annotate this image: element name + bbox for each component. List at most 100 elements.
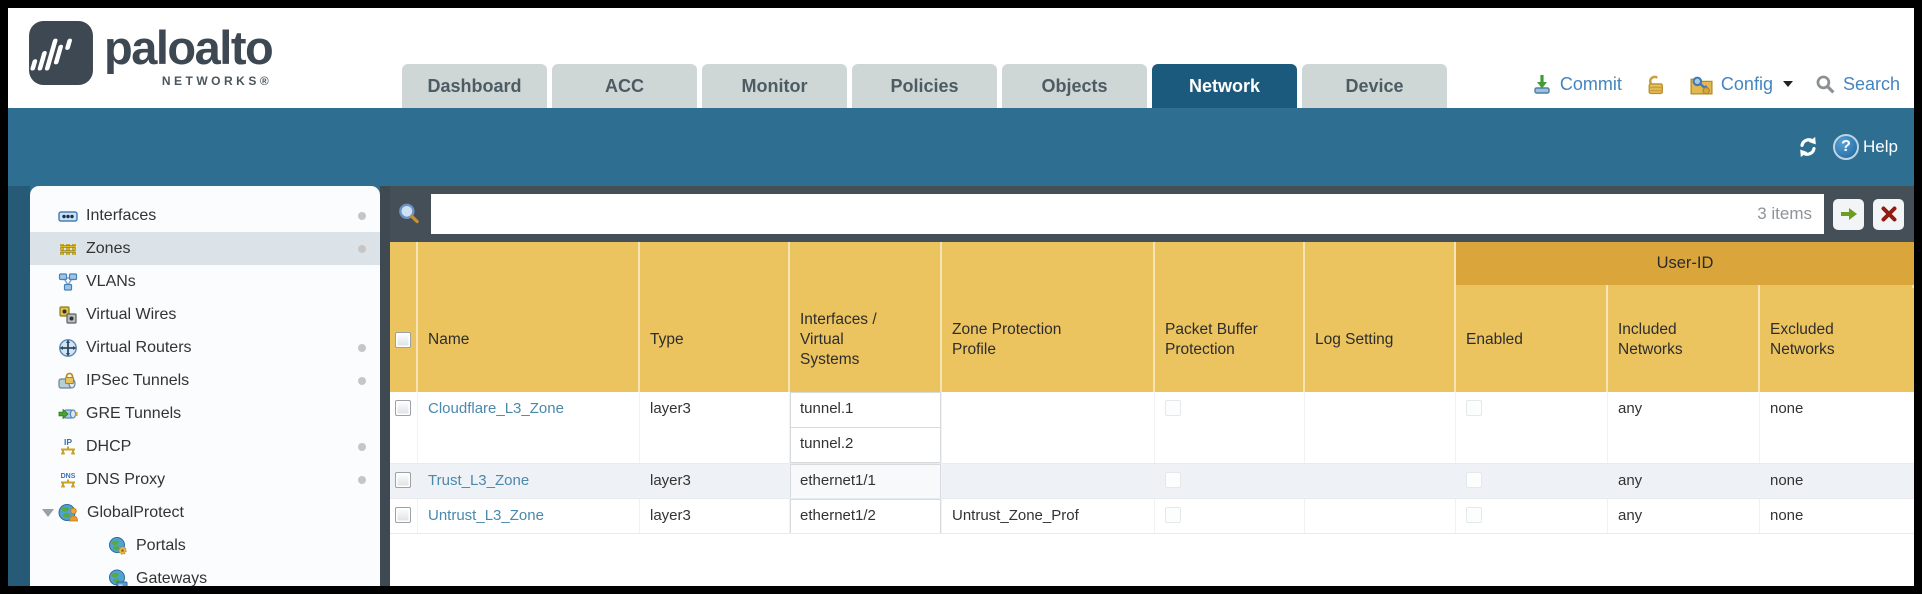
- table-row[interactable]: Untrust_L3_Zone layer3 ethernet1/2 Untru…: [390, 499, 1914, 534]
- interface-cell: ethernet1/2: [790, 499, 941, 533]
- sidebar-item-portals[interactable]: Portals: [30, 529, 380, 562]
- tab-acc[interactable]: ACC: [552, 64, 697, 108]
- tab-policies[interactable]: Policies: [852, 64, 997, 108]
- sidebar-content-divider: [380, 186, 390, 586]
- sidebar-item-zones[interactable]: Zones: [30, 232, 380, 265]
- column-header-excluded-networks[interactable]: Excluded Networks: [1770, 320, 1835, 358]
- left-edge-strip: [8, 186, 30, 586]
- config-keys-icon[interactable]: [1689, 73, 1714, 96]
- sidebar-item-virtual-wires[interactable]: Virtual Wires: [30, 298, 380, 331]
- column-header-enabled[interactable]: Enabled: [1456, 288, 1608, 392]
- sidebar-item-gateways[interactable]: Gateways: [30, 562, 380, 586]
- status-dot: [358, 244, 366, 253]
- portals-icon: [109, 536, 127, 555]
- row-checkbox[interactable]: [395, 400, 411, 416]
- select-all-checkbox[interactable]: [395, 332, 411, 348]
- paloalto-logo: paloalto NETWORKS®: [28, 20, 274, 88]
- apply-filter-button[interactable]: [1833, 198, 1864, 230]
- interface-cell: tunnel.1: [790, 392, 941, 428]
- status-dot: [358, 211, 366, 220]
- teal-band: ? Help: [8, 108, 1914, 186]
- svg-text:DNS: DNS: [61, 473, 76, 480]
- sidebar-item-globalprotect[interactable]: GlobalProtect: [30, 496, 380, 529]
- tab-network[interactable]: Network: [1152, 64, 1297, 108]
- header-utilities: Commit Config Search: [1531, 64, 1900, 104]
- clear-filter-button[interactable]: [1873, 198, 1904, 230]
- column-header-name[interactable]: Name: [418, 288, 640, 392]
- filter-input-wrap: 3 items: [431, 194, 1824, 234]
- config-button[interactable]: Config: [1720, 73, 1773, 94]
- table-row[interactable]: Cloudflare_L3_Zone layer3 tunnel.1 tunne…: [390, 392, 1914, 464]
- items-count: 3 items: [1757, 204, 1812, 223]
- sidebar-item-interfaces[interactable]: Interfaces: [30, 199, 380, 232]
- sidebar-item-gre-tunnels[interactable]: GRE Tunnels: [30, 397, 380, 430]
- help-label[interactable]: Help: [1863, 137, 1898, 156]
- filter-search-icon: [399, 203, 419, 224]
- dhcp-icon: IP: [61, 437, 75, 454]
- expander-triangle-icon[interactable]: [42, 508, 54, 517]
- commit-button[interactable]: Commit: [1559, 73, 1622, 94]
- zone-name-link[interactable]: Cloudflare_L3_Zone: [428, 400, 564, 417]
- gateways-icon: [109, 569, 128, 586]
- brand-wordmark: paloalto: [104, 21, 274, 74]
- tab-monitor[interactable]: Monitor: [702, 64, 847, 108]
- tab-dashboard[interactable]: Dashboard: [402, 64, 547, 108]
- column-header-log-setting[interactable]: Log Setting: [1305, 288, 1456, 392]
- column-header-included-networks[interactable]: Included Networks: [1608, 288, 1760, 392]
- zone-name-link[interactable]: Trust_L3_Zone: [428, 472, 530, 489]
- row-checkbox[interactable]: [395, 472, 411, 488]
- gre-tunnels-icon: [58, 408, 78, 419]
- row-checkbox[interactable]: [395, 507, 411, 523]
- user-id-enabled-checkbox: [1466, 472, 1482, 488]
- globalprotect-icon: [58, 504, 78, 522]
- status-dot: [358, 475, 366, 484]
- filter-input[interactable]: [443, 204, 1758, 224]
- search-icon[interactable]: [1815, 74, 1836, 95]
- status-dot: [358, 343, 366, 352]
- sidebar-item-ipsec-tunnels[interactable]: IPSec Tunnels: [30, 364, 380, 397]
- column-header-packet-buffer-protection[interactable]: Packet Buffer Protection: [1155, 288, 1305, 392]
- column-header-zone-protection-profile[interactable]: Zone Protection Profile: [942, 288, 1155, 392]
- user-id-group-header: User-ID: [1456, 242, 1914, 285]
- tab-device[interactable]: Device: [1302, 64, 1447, 108]
- select-all-cell: [390, 288, 418, 392]
- column-header-interfaces[interactable]: Interfaces / Virtual Systems: [790, 288, 942, 392]
- zones-icon: [60, 243, 76, 255]
- user-id-enabled-checkbox: [1466, 507, 1482, 523]
- sidebar-item-dns-proxy[interactable]: DNS DNS Proxy: [30, 463, 380, 496]
- main-region: Interfaces Zones: [8, 186, 1914, 586]
- refresh-icon[interactable]: [1795, 134, 1821, 160]
- commit-icon[interactable]: [1531, 73, 1553, 95]
- virtual-wires-icon: [59, 305, 77, 324]
- dns-proxy-icon: DNS: [61, 473, 76, 487]
- apply-filter-arrow-icon: [1840, 208, 1857, 220]
- main-nav-tabs: Dashboard ACC Monitor Policies Objects N…: [402, 64, 1447, 108]
- packet-buffer-protection-checkbox: [1165, 472, 1181, 488]
- filter-bar: 3 items: [390, 186, 1914, 242]
- ipsec-tunnels-icon: [58, 372, 76, 389]
- interface-cell: tunnel.2: [790, 427, 941, 463]
- table-header-row: Name Type Interfaces / Virtual Systems Z…: [390, 288, 1914, 392]
- help-icon[interactable]: ?: [1833, 134, 1860, 160]
- unlock-icon[interactable]: [1644, 73, 1667, 96]
- top-bar: paloalto NETWORKS® Dashboard ACC Monitor…: [8, 8, 1914, 108]
- interfaces-icon: [58, 210, 78, 222]
- virtual-routers-icon: [59, 338, 77, 357]
- packet-buffer-protection-checkbox: [1165, 400, 1181, 416]
- svg-text:IP: IP: [64, 437, 72, 447]
- search-button[interactable]: Search: [1842, 73, 1900, 94]
- sidebar-item-vlans[interactable]: VLANs: [30, 265, 380, 298]
- paloalto-logo-icon: [29, 21, 93, 85]
- tab-objects[interactable]: Objects: [1002, 64, 1147, 108]
- zone-name-link[interactable]: Untrust_L3_Zone: [428, 507, 544, 524]
- interface-cell: ethernet1/1: [790, 464, 941, 498]
- caret-down-icon[interactable]: [1782, 81, 1793, 87]
- status-dot: [358, 376, 366, 385]
- column-header-type[interactable]: Type: [640, 288, 790, 392]
- sidebar-item-dhcp[interactable]: IP DHCP: [30, 430, 380, 463]
- table-row[interactable]: Trust_L3_Zone layer3 ethernet1/1 any non…: [390, 464, 1914, 499]
- sidebar-item-virtual-routers[interactable]: Virtual Routers: [30, 331, 380, 364]
- user-id-enabled-checkbox: [1466, 400, 1482, 416]
- packet-buffer-protection-checkbox: [1165, 507, 1181, 523]
